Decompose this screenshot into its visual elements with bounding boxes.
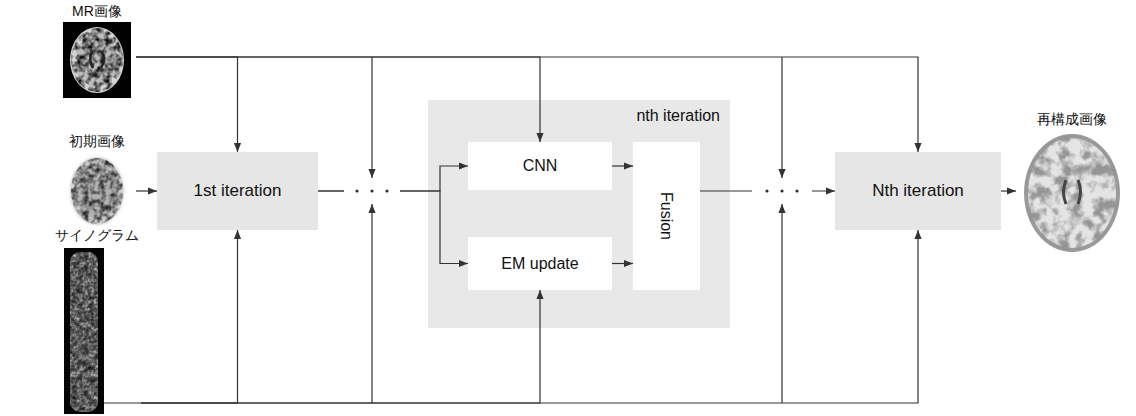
reconstructed-image-node: 再構成画像 <box>1016 110 1128 258</box>
iteration-group: nth iterationCNN EM update Fusion <box>428 100 730 328</box>
sinogram-stub <box>104 402 141 403</box>
box-label: EM update <box>501 254 578 274</box>
sinogram-node: サイノグラム <box>53 226 141 414</box>
image-label: MR画像 <box>72 2 122 20</box>
fusion-box: Fusion <box>633 142 700 290</box>
iteration-box: 1st iteration <box>157 152 318 230</box>
flow-arrow <box>136 190 157 191</box>
iteration-box: Nth iteration <box>835 152 1001 230</box>
image-label: 再構成画像 <box>1037 110 1107 128</box>
box-label: 1st iteration <box>194 181 282 201</box>
process-box: CNN <box>468 142 612 190</box>
group-heading: nth iteration <box>636 106 720 126</box>
sinogram-image <box>64 248 104 414</box>
reconstructed-image <box>1020 130 1124 256</box>
mr-image-node: MR画像 <box>58 2 136 100</box>
elided-arrow <box>371 204 372 403</box>
initial-image <box>65 154 129 228</box>
image-label: サイノグラム <box>55 226 139 244</box>
image-label: 初期画像 <box>69 132 125 150</box>
flow-arrow <box>141 230 238 403</box>
box-label: CNN <box>523 156 558 176</box>
elided-arrow <box>781 57 782 178</box>
elided-arrow <box>781 204 782 403</box>
process-box: EM update <box>468 237 612 290</box>
flow-arrow <box>1001 190 1016 191</box>
initial-image-node: 初期画像 <box>58 132 136 228</box>
box-label: Fusion <box>657 192 677 240</box>
flow-arrow <box>136 57 238 152</box>
elided-arrow <box>371 57 372 178</box>
box-label: Nth iteration <box>872 181 964 201</box>
mr-image <box>63 22 131 98</box>
